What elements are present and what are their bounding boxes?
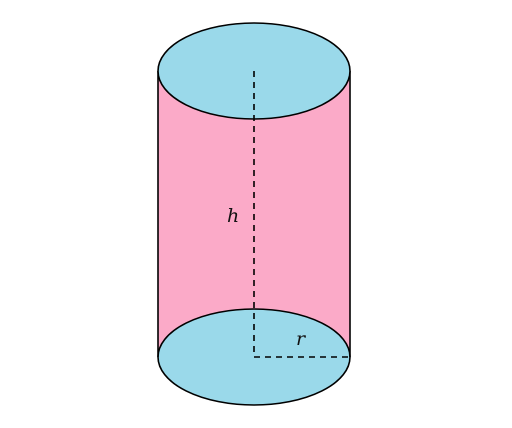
radius-label: r: [296, 328, 307, 350]
height-label: h: [227, 205, 239, 227]
